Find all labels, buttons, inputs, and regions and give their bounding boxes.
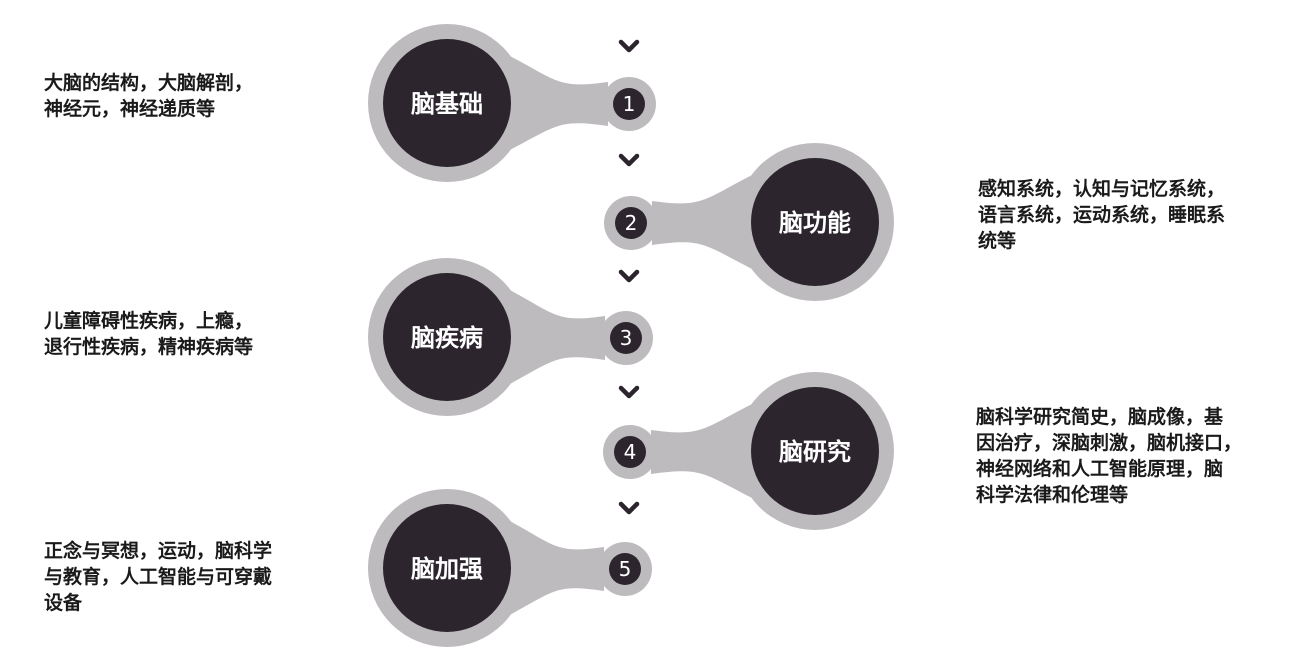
number-badge bbox=[614, 436, 646, 468]
stage-description: 感知系统，认知与记忆系统， 语言系统，运动系统，睡眠系统等 bbox=[978, 176, 1225, 254]
description-line: 退行性疾病，精神疾病等 bbox=[44, 336, 254, 358]
stage-description: 儿童障碍性疾病，上瘾， 退行性疾病，精神疾病等 bbox=[44, 308, 253, 360]
number-badge bbox=[610, 322, 642, 354]
stage-bubble bbox=[383, 273, 511, 401]
stage-description: 大脑的结构，大脑解剖， 神经元，神经递质等 bbox=[44, 70, 253, 122]
description-line: 神经元，神经递质等 bbox=[44, 98, 216, 120]
description-line: 设备 bbox=[44, 592, 83, 614]
bubble-neck bbox=[508, 520, 604, 616]
description-line: 因治疗，深脑刺激，脑机接口， bbox=[976, 432, 1243, 454]
number-badge bbox=[609, 553, 641, 585]
stage-number: 3 bbox=[620, 326, 633, 350]
stage-bubble bbox=[751, 387, 879, 515]
stage-bubble bbox=[383, 504, 511, 632]
description-line: 正念与冥想，运动，脑科学 bbox=[44, 540, 273, 562]
stage-title: 脑疾病 bbox=[410, 323, 483, 352]
chevron-down-icon bbox=[618, 501, 640, 515]
stage-title: 脑功能 bbox=[778, 208, 851, 237]
stage-number: 4 bbox=[624, 440, 637, 464]
bubble-neck bbox=[651, 403, 754, 499]
number-badge bbox=[613, 88, 645, 120]
description-line: 语言系统，运动系统，睡眠系 bbox=[978, 204, 1226, 226]
bubble-labels: 脑基础 1 脑功能 2 脑疾病 3 脑研究 4 脑加强 5 bbox=[410, 89, 851, 583]
chevron-down-icon bbox=[618, 153, 640, 167]
description-line: 与教育，人工智能与可穿戴 bbox=[44, 566, 273, 588]
description-line: 统等 bbox=[978, 230, 1017, 252]
description-line: 脑科学研究简史，脑成像，基 bbox=[976, 406, 1224, 428]
stage-bubble bbox=[751, 158, 879, 286]
description-line: 大脑的结构，大脑解剖， bbox=[44, 72, 254, 94]
description-line: 儿童障碍性疾病，上瘾， bbox=[44, 310, 254, 332]
chevron-down-icon bbox=[618, 385, 640, 399]
bubble-inner bbox=[383, 39, 879, 632]
stage-number: 5 bbox=[619, 557, 632, 581]
stage-title: 脑基础 bbox=[410, 89, 483, 118]
stage-title: 脑研究 bbox=[778, 437, 851, 466]
chevron-down-icon bbox=[618, 269, 640, 283]
description-line: 科学法律和伦理等 bbox=[976, 484, 1129, 506]
bubble-neck bbox=[508, 55, 608, 151]
description-line: 神经网络和人工智能原理，脑 bbox=[976, 458, 1224, 480]
number-badge bbox=[615, 207, 647, 239]
stage-bubble bbox=[383, 39, 511, 167]
bubble-neck bbox=[652, 174, 754, 270]
chevrons bbox=[618, 39, 640, 515]
description-line: 感知系统，认知与记忆系统， bbox=[978, 178, 1226, 200]
stage-number: 1 bbox=[623, 92, 636, 116]
stage-description: 脑科学研究简史，脑成像，基因治疗，深脑刺激，脑机接口， 神经网络和人工智能原理，脑… bbox=[976, 404, 1242, 508]
stage-title: 脑加强 bbox=[410, 554, 483, 583]
stage-description: 正念与冥想，运动，脑科学与教育，人工智能与可穿戴设备 bbox=[44, 538, 272, 616]
bubble-neck bbox=[508, 289, 605, 385]
chevron-down-icon bbox=[618, 39, 640, 53]
stage-number: 2 bbox=[625, 211, 638, 235]
